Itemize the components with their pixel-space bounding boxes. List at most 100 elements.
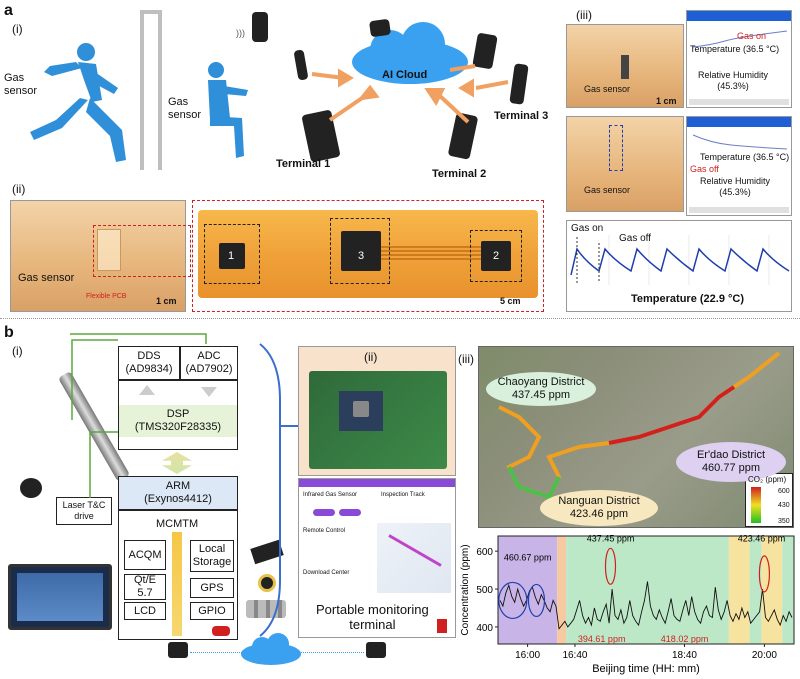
cloud-data-arrows <box>311 64 509 124</box>
scale-bar-1cm-ii: 1 cm <box>156 296 177 306</box>
phone-screen-gas-on <box>686 10 792 108</box>
erdao-callout: Er'dao District 460.77 ppm <box>676 442 786 482</box>
router-icon-left <box>168 642 188 658</box>
app-download-label: Download Center <box>303 570 350 576</box>
ai-cloud-label: AI Cloud <box>382 69 428 81</box>
gas-off-state-label: Gas off <box>690 164 719 174</box>
region-band-6 <box>782 536 794 644</box>
y-tick-label: 400 <box>476 623 493 634</box>
region-band-1 <box>557 536 567 644</box>
app-header <box>299 479 455 487</box>
app-header-bar <box>687 11 791 21</box>
gps-antenna-photo <box>258 574 276 592</box>
terminal-3-label: Terminal 3 <box>494 110 549 122</box>
dsp-block: DSP (TMS320F28335) <box>118 380 238 450</box>
dsp-up-arrow <box>139 385 155 395</box>
region-band-0 <box>498 536 558 644</box>
pcb-closeup-frame <box>192 200 544 312</box>
legend-tick-600: 600 <box>778 488 790 495</box>
gas-off-trace-label: Gas off <box>619 233 652 244</box>
app-pill-2 <box>339 509 361 516</box>
gas-sensor-label-iii-mid: Gas sensor <box>584 185 631 195</box>
app-title: Infrared Gas Sensor <box>303 492 358 498</box>
annotation-460-67: 460.67 ppm <box>504 553 552 563</box>
annotation-437-45: 437.45 ppm <box>587 534 635 544</box>
laser-drive-box: Laser T&C drive <box>56 497 112 525</box>
scale-bar-5cm: 5 cm <box>500 296 521 306</box>
doorway-frame <box>140 10 162 170</box>
laser-gas-cell <box>20 370 131 500</box>
temperature-trace-panel: Gas on Gas off Temperature (22.9 °C) <box>566 220 792 312</box>
flexible-pcb-label: Flexible PCB <box>86 293 127 300</box>
panel-b-i-label: (i) <box>12 344 23 358</box>
x-tick-label: 16:00 <box>515 650 540 661</box>
app-button-row <box>689 99 789 105</box>
panel-divider <box>0 318 800 319</box>
panel-b-iii-label: (iii) <box>458 352 474 366</box>
forearm-photo <box>10 200 191 312</box>
green-link-lines <box>70 333 207 498</box>
annotation-394-61: 394.61 ppm <box>578 634 626 644</box>
annotation-418-02: 418.02 ppm <box>661 634 709 644</box>
lcd-screen-content <box>17 573 103 621</box>
highlight-ellipse-red-2 <box>758 555 770 593</box>
car-icon <box>212 626 230 636</box>
panel-a-i-label: (i) <box>12 22 23 36</box>
portable-terminal-label: Portable monitoring terminal <box>316 602 429 632</box>
qte-box: Qt/E 5.7 <box>124 574 166 600</box>
y-tick-label: 500 <box>476 585 493 596</box>
phone-screen-gas-off <box>686 116 792 216</box>
chip-region-3 <box>330 218 390 284</box>
board-photo-panel <box>298 346 456 476</box>
adc-box: ADC (AD7902) <box>180 346 238 380</box>
blue-bracket <box>259 343 298 637</box>
highlight-ellipse-red-1 <box>604 547 617 585</box>
gas-sensor-label-2: Gas sensor <box>168 96 202 121</box>
wireless-cloud-icon <box>241 633 301 665</box>
app-tab: Inspection Track <box>381 492 425 498</box>
gas-sensor-label-ii: Gas sensor <box>18 272 75 284</box>
app-button-row-2 <box>689 207 789 213</box>
lcd-screen-photo <box>8 564 112 630</box>
gas-sensor-label-iii-top: Gas sensor <box>584 84 631 94</box>
app-map-thumbnail <box>377 523 451 593</box>
chip-region-1 <box>204 224 260 284</box>
dds-box: DDS (AD9834) <box>118 346 180 380</box>
sensor-patch <box>97 229 121 271</box>
nanguan-callout: Nanguan District 423.46 ppm <box>540 490 658 526</box>
legend-color-bar <box>751 487 761 523</box>
arm-photo-gas-on <box>566 24 684 108</box>
flexible-pcb-photo <box>198 210 538 298</box>
y-axis-label: Concentration (ppm) <box>460 544 471 635</box>
mcmtm-bus <box>172 532 182 636</box>
chaoyang-callout: Chaoyang District 437.45 ppm <box>486 372 596 406</box>
laser-head <box>20 478 42 498</box>
gas-on-trace-label: Gas on <box>571 223 604 234</box>
scale-bar-1cm-iii: 1 cm <box>656 96 677 106</box>
wireless-phone-icon <box>252 12 268 42</box>
terminal-phone-6 <box>368 18 392 38</box>
chip-2 <box>481 241 511 271</box>
chip-label-3: 3 <box>358 250 365 262</box>
legend-title: CO₂ (ppm) <box>748 475 787 484</box>
highlight-ellipse-blue-1 <box>498 581 528 620</box>
running-person-figure <box>30 43 126 162</box>
chip-label-2: 2 <box>493 250 500 262</box>
chip-label-1: 1 <box>228 250 235 262</box>
router-icon-right <box>366 642 386 658</box>
arm-box: ARM (Exynos4412) <box>118 476 238 510</box>
gpio-box: GPIO <box>190 602 234 620</box>
pcb-trace-strip <box>378 246 488 260</box>
dsp-arm-arrow <box>162 452 192 474</box>
chip-3 <box>341 231 381 271</box>
x-tick-label: 16:40 <box>562 650 587 661</box>
pcb-board <box>309 371 447 469</box>
panel-b-ii-label: (ii) <box>364 350 378 364</box>
sitting-person-figure <box>208 62 248 158</box>
temperature-reading-mid: Temperature (36.5 °C) <box>700 152 790 162</box>
temperature-trace <box>570 235 790 285</box>
x-axis-label: Beijing time (HH: mm) <box>592 663 700 675</box>
gas-on-state-label: Gas on <box>737 31 767 41</box>
lcd-box: LCD <box>124 602 166 620</box>
